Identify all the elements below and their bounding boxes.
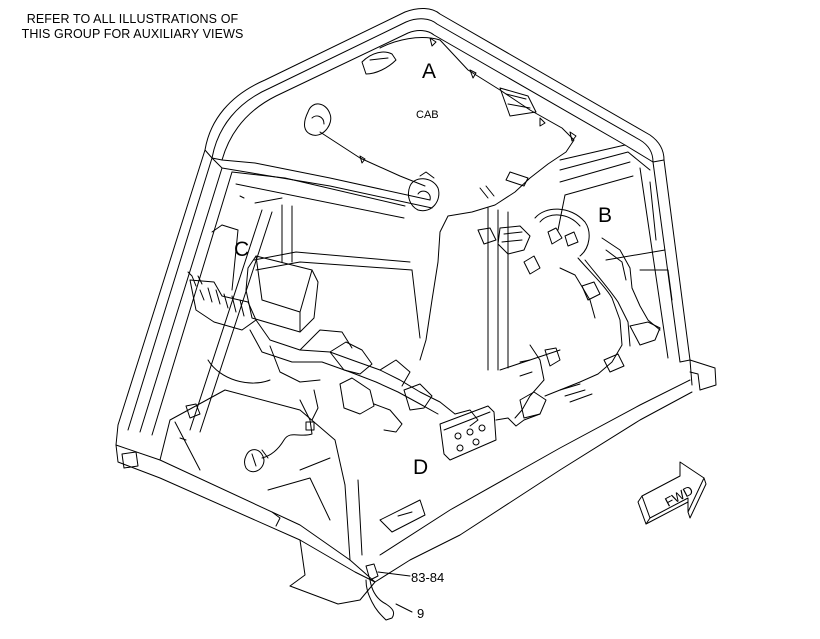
harness-connector <box>505 171 529 187</box>
right-harness <box>477 208 661 419</box>
callout-c: C <box>234 238 250 261</box>
harness-connector-right <box>629 321 661 346</box>
speaker-left <box>304 103 332 136</box>
callout-d: D <box>413 456 429 479</box>
auxiliary-views-note: REFER TO ALL ILLUSTRATIONS OF THIS GROUP… <box>10 12 255 42</box>
ground-strap <box>365 563 413 621</box>
harness-bracket <box>439 405 541 461</box>
leader-9 <box>395 603 413 613</box>
note-line-1: REFER TO ALL ILLUSTRATIONS OF <box>26 12 239 26</box>
note-line-2: THIS GROUP FOR AUXILIARY VIEWS <box>21 27 244 41</box>
callout-part-9: 9 <box>417 606 425 621</box>
roof-switch-panel <box>499 87 537 117</box>
callout-a: A <box>422 60 437 83</box>
speaker-center <box>407 178 440 212</box>
console-harness <box>179 255 456 473</box>
leader-83-84 <box>377 571 411 577</box>
callout-cab: CAB <box>416 109 439 121</box>
cab-frame <box>115 8 717 605</box>
part-83-84 <box>365 563 379 581</box>
callout-b: B <box>598 204 613 227</box>
fuse-box <box>245 255 319 333</box>
fwd-arrow <box>637 461 707 525</box>
dome-lamp <box>361 51 397 75</box>
callout-part-83-84: 83-84 <box>411 570 445 585</box>
roof-harness <box>304 37 577 361</box>
